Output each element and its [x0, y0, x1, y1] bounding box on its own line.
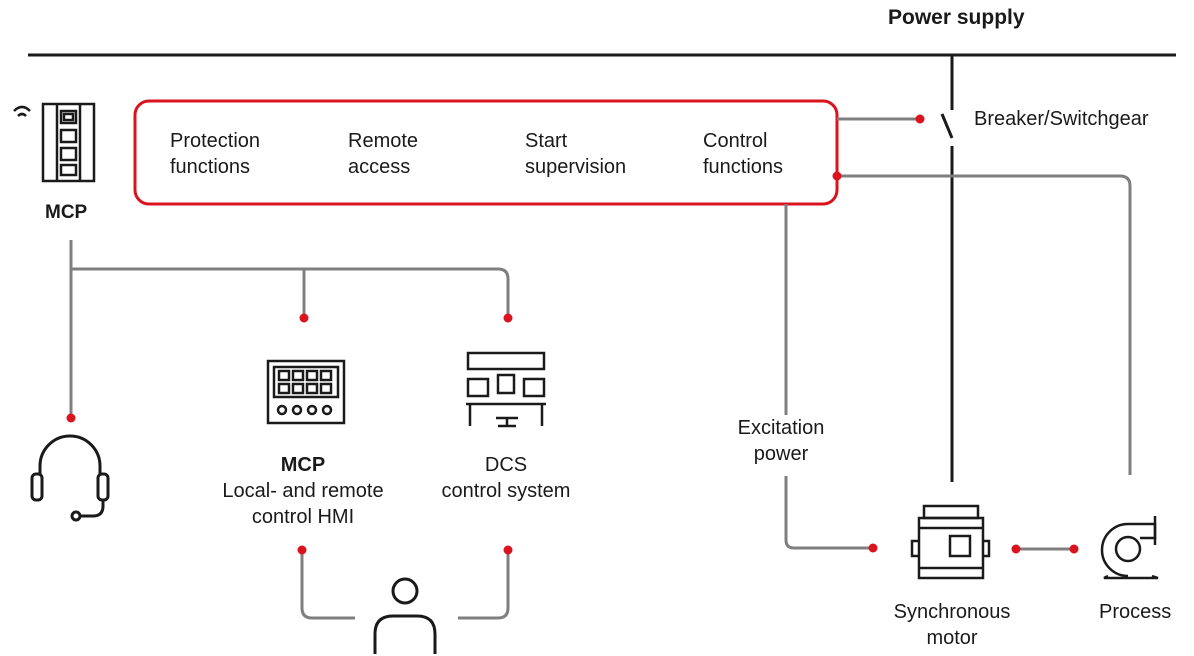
function-control-line1: Control — [703, 130, 768, 152]
breaker-switch-icon — [940, 113, 954, 139]
mcp-device-icon — [13, 102, 96, 183]
dcs-label: DCS control system — [420, 452, 592, 504]
dot-dcs-operator — [503, 545, 513, 555]
dot-motor-excitation — [868, 543, 878, 553]
dot-control-box — [832, 171, 842, 181]
dot-hmi — [299, 313, 309, 323]
excitation-line-lower — [784, 476, 873, 550]
motor-label: Synchronous motor — [872, 599, 1032, 651]
operator-person-icon — [373, 577, 437, 654]
process-label: Process — [1099, 601, 1172, 623]
dot-breaker — [915, 114, 925, 124]
function-protection-line2: functions — [170, 156, 251, 178]
excitation-line2: power — [753, 443, 809, 465]
hmi-title: MCP — [280, 454, 326, 476]
function-protection: Protection functions — [170, 128, 260, 180]
dot-dcs — [503, 313, 513, 323]
operator-link-right — [458, 550, 510, 620]
dot-motor-process-b — [1069, 544, 1079, 554]
function-start-line1: Start — [525, 130, 568, 152]
functions-box — [133, 99, 839, 206]
excitation-line1: Excitation — [737, 417, 825, 439]
hmi-label: MCP Local- and remote control HMI — [202, 452, 404, 530]
function-remote-line1: Remote — [348, 130, 419, 152]
function-control: Control functions — [703, 128, 783, 180]
breaker-label: Breaker/Switchgear — [974, 108, 1149, 130]
function-remote-line2: access — [348, 156, 411, 178]
synchronous-motor-icon — [910, 504, 991, 580]
dot-hmi-operator — [297, 545, 307, 555]
function-start-line2: supervision — [525, 156, 627, 178]
function-remote-access: Remote access — [348, 128, 418, 180]
function-start-supervision: Start supervision — [525, 128, 626, 180]
excitation-label: Excitation power — [720, 415, 842, 467]
dcs-line2: control system — [441, 480, 571, 502]
function-protection-line1: Protection — [170, 130, 261, 152]
function-control-line2: functions — [703, 156, 784, 178]
dcs-line1: DCS — [484, 454, 528, 476]
dot-motor-process-a — [1011, 544, 1021, 554]
motor-line1: Synchronous — [893, 601, 1011, 623]
headset-icon — [30, 434, 110, 522]
hmi-line2: control HMI — [251, 506, 355, 528]
operator-link-left — [300, 550, 355, 620]
hmi-panel-icon — [266, 359, 346, 425]
motor-line2: motor — [926, 627, 978, 649]
dcs-control-room-icon — [466, 351, 546, 428]
process-link-line — [837, 174, 1132, 475]
hmi-bus-line — [71, 267, 510, 318]
process-pump-icon — [1100, 516, 1159, 580]
dot-headset — [66, 413, 76, 423]
hmi-line1: Local- and remote — [222, 480, 384, 502]
mcp-device-label: MCP — [45, 202, 88, 223]
power-supply-label: Power supply — [888, 6, 1025, 29]
